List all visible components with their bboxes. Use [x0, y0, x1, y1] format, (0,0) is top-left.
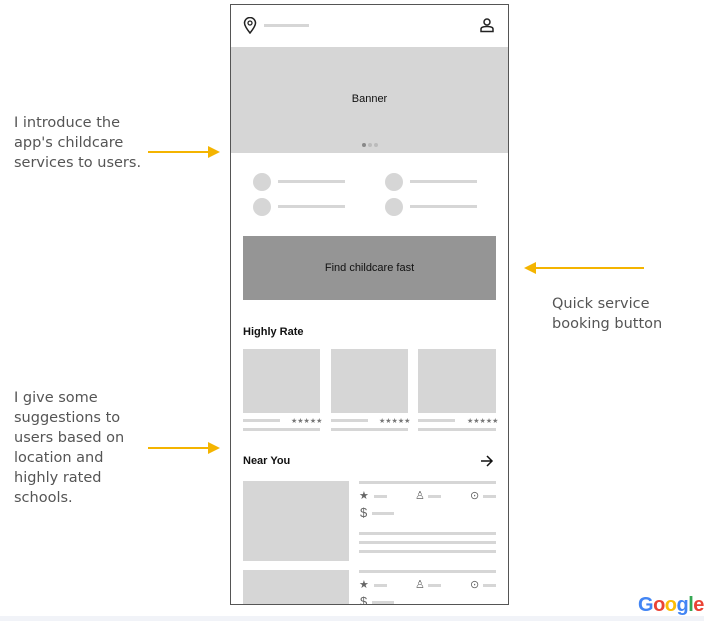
capacity-value [428, 495, 441, 498]
item-title [359, 570, 496, 573]
item-title [359, 481, 496, 484]
annotation-intro: I introduce the app's childcare services… [14, 115, 142, 171]
carousel-dot[interactable] [374, 143, 378, 147]
school-card-image[interactable] [418, 349, 496, 413]
card-subtitle [243, 428, 320, 431]
person-icon: ♙ [415, 490, 425, 502]
category-icon[interactable] [253, 198, 271, 216]
card-title [331, 419, 368, 422]
card-title [243, 419, 280, 422]
banner[interactable]: Banner [231, 47, 508, 153]
rating-value [374, 495, 387, 498]
description-line [359, 541, 496, 544]
banner-label: Banner [351, 93, 388, 105]
rating-stars: ★★★★★ [291, 418, 323, 425]
description-line [359, 532, 496, 535]
phone-mockup: Banner Find childcare fast Highly Rate ★… [230, 4, 509, 605]
bottom-band [0, 616, 704, 621]
card-title [418, 419, 455, 422]
capacity-value [428, 584, 441, 587]
find-childcare-button[interactable]: Find childcare fast [243, 236, 496, 300]
arrow-right-icon [148, 146, 220, 158]
star-icon: ★ [359, 490, 369, 502]
category-label [410, 205, 477, 208]
location-pin-icon: ⊙ [470, 490, 480, 502]
category-icon[interactable] [253, 173, 271, 191]
near-you-image[interactable] [243, 570, 349, 604]
location-pin-icon: ⊙ [470, 579, 480, 591]
description-line [359, 550, 496, 553]
near-you-image[interactable] [243, 481, 349, 561]
rating-value [374, 584, 387, 587]
highly-rated-title: Highly Rate [243, 326, 304, 338]
school-card-image[interactable] [243, 349, 320, 413]
annotation-quick: Quick service booking button [552, 296, 663, 332]
category-label [278, 205, 345, 208]
card-subtitle [331, 428, 408, 431]
carousel-dot[interactable] [368, 143, 372, 147]
distance-value [483, 495, 496, 498]
distance-value [483, 584, 496, 587]
category-label [410, 180, 477, 183]
location-placeholder [264, 24, 309, 27]
carousel-dot-active[interactable] [362, 143, 366, 147]
profile-icon[interactable] [480, 18, 494, 33]
arrow-right-icon [148, 442, 220, 454]
rating-stars: ★★★★★ [467, 418, 499, 425]
near-you-title: Near You [243, 455, 291, 467]
card-subtitle [418, 428, 496, 431]
person-icon: ♙ [415, 579, 425, 591]
annotation-suggest: I give some suggestions to users based o… [14, 390, 125, 506]
arrow-left-icon [524, 262, 644, 274]
arrow-right-icon[interactable] [480, 455, 494, 467]
school-card-image[interactable] [331, 349, 408, 413]
google-logo: Google [638, 594, 704, 616]
dollar-icon: $ [360, 505, 368, 520]
category-icon[interactable] [385, 173, 403, 191]
price-value [372, 512, 394, 515]
star-icon: ★ [359, 579, 369, 591]
rating-stars: ★★★★★ [379, 418, 411, 425]
category-icon[interactable] [385, 198, 403, 216]
location-pin-icon[interactable] [243, 17, 257, 34]
dollar-icon: $ [360, 594, 368, 605]
category-label [278, 180, 345, 183]
price-value [372, 601, 394, 604]
